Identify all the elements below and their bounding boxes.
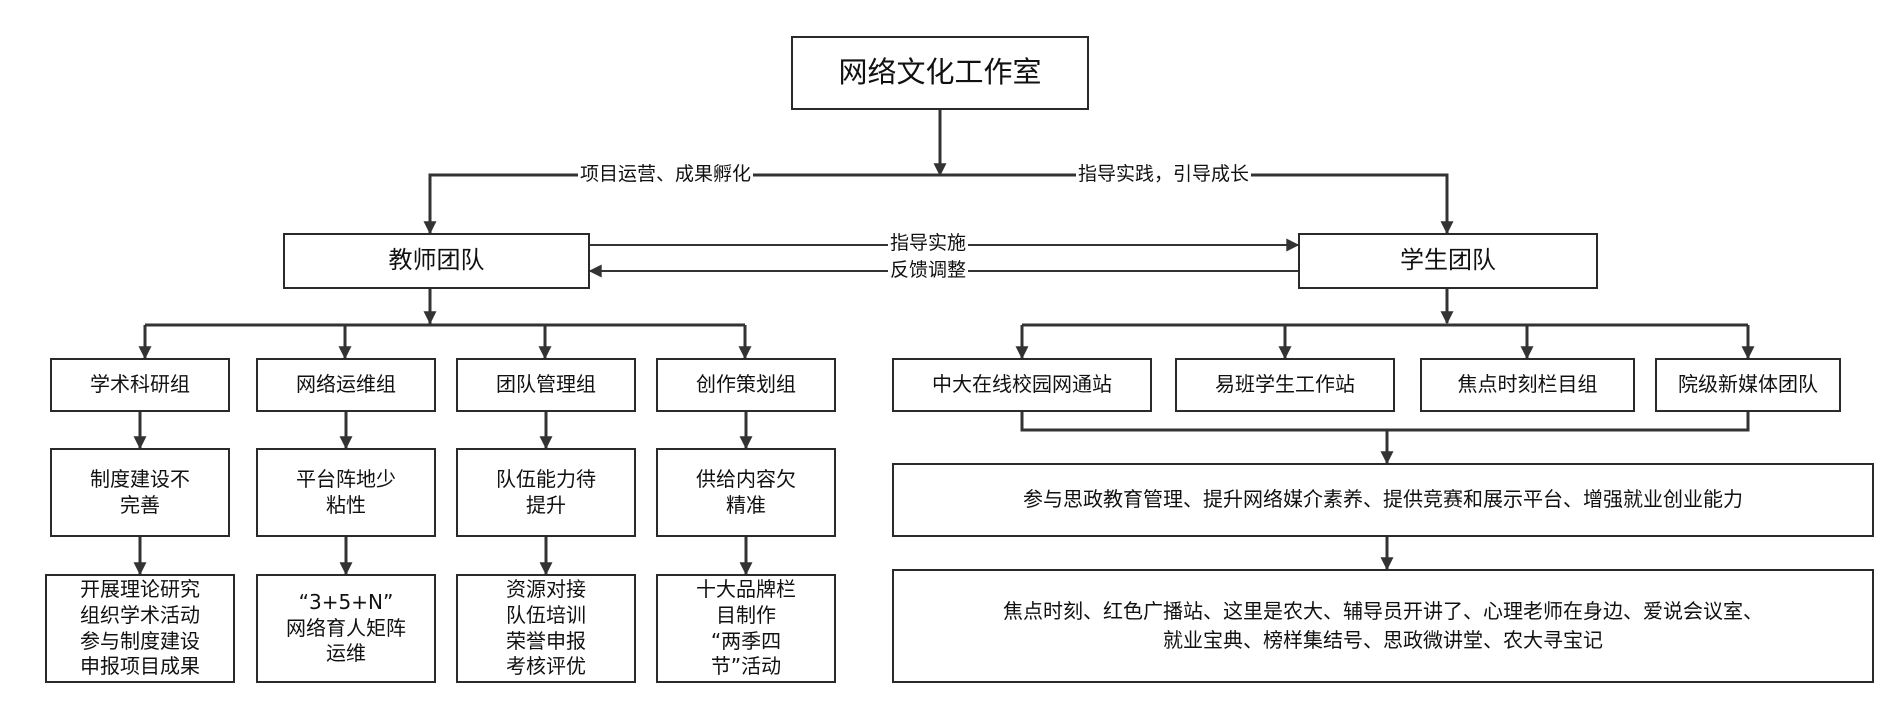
student-group-campus-network: 中大在线校园网通站 — [892, 358, 1152, 412]
teacher-group-management: 团队管理组 — [456, 358, 636, 412]
student-group-focus: 焦点时刻栏目组 — [1420, 358, 1635, 412]
problem-creative: 供给内容欠 精准 — [656, 448, 836, 537]
student-group-new-media: 院级新媒体团队 — [1655, 358, 1841, 412]
measures-academic: 开展理论研究 组织学术活动 参与制度建设 申报项目成果 — [45, 574, 235, 683]
student-goal-box: 参与思政教育管理、提升网络媒介素养、提供竞赛和展示平台、增强就业创业能力 — [892, 463, 1874, 537]
teacher-group-creative: 创作策划组 — [656, 358, 836, 412]
problem-network-ops: 平台阵地少 粘性 — [256, 448, 436, 537]
student-projects-box: 焦点时刻、红色广播站、这里是农大、辅导员开讲了、心理老师在身边、爱说会议室、 就… — [892, 569, 1874, 683]
student-team-node: 学生团队 — [1298, 233, 1598, 289]
student-group-yiban: 易班学生工作站 — [1175, 358, 1395, 412]
right-branch-label: 指导实践，引导成长 — [1076, 163, 1252, 185]
measures-network-ops: “3+5+N” 网络育人矩阵 运维 — [256, 574, 436, 683]
feedback-adjust-label: 反馈调整 — [888, 259, 969, 281]
root-node: 网络文化工作室 — [791, 36, 1089, 110]
guide-implement-label: 指导实施 — [888, 232, 969, 254]
teacher-group-academic: 学术科研组 — [50, 358, 230, 412]
problem-management: 队伍能力待 提升 — [456, 448, 636, 537]
teacher-group-network-ops: 网络运维组 — [256, 358, 436, 412]
measures-creative: 十大品牌栏 目制作 “两季四 节”活动 — [656, 574, 836, 683]
measures-management: 资源对接 队伍培训 荣誉申报 考核评优 — [456, 574, 636, 683]
problem-academic: 制度建设不 完善 — [50, 448, 230, 537]
left-branch-label: 项目运营、成果孵化 — [578, 163, 754, 185]
teacher-team-node: 教师团队 — [283, 233, 590, 289]
